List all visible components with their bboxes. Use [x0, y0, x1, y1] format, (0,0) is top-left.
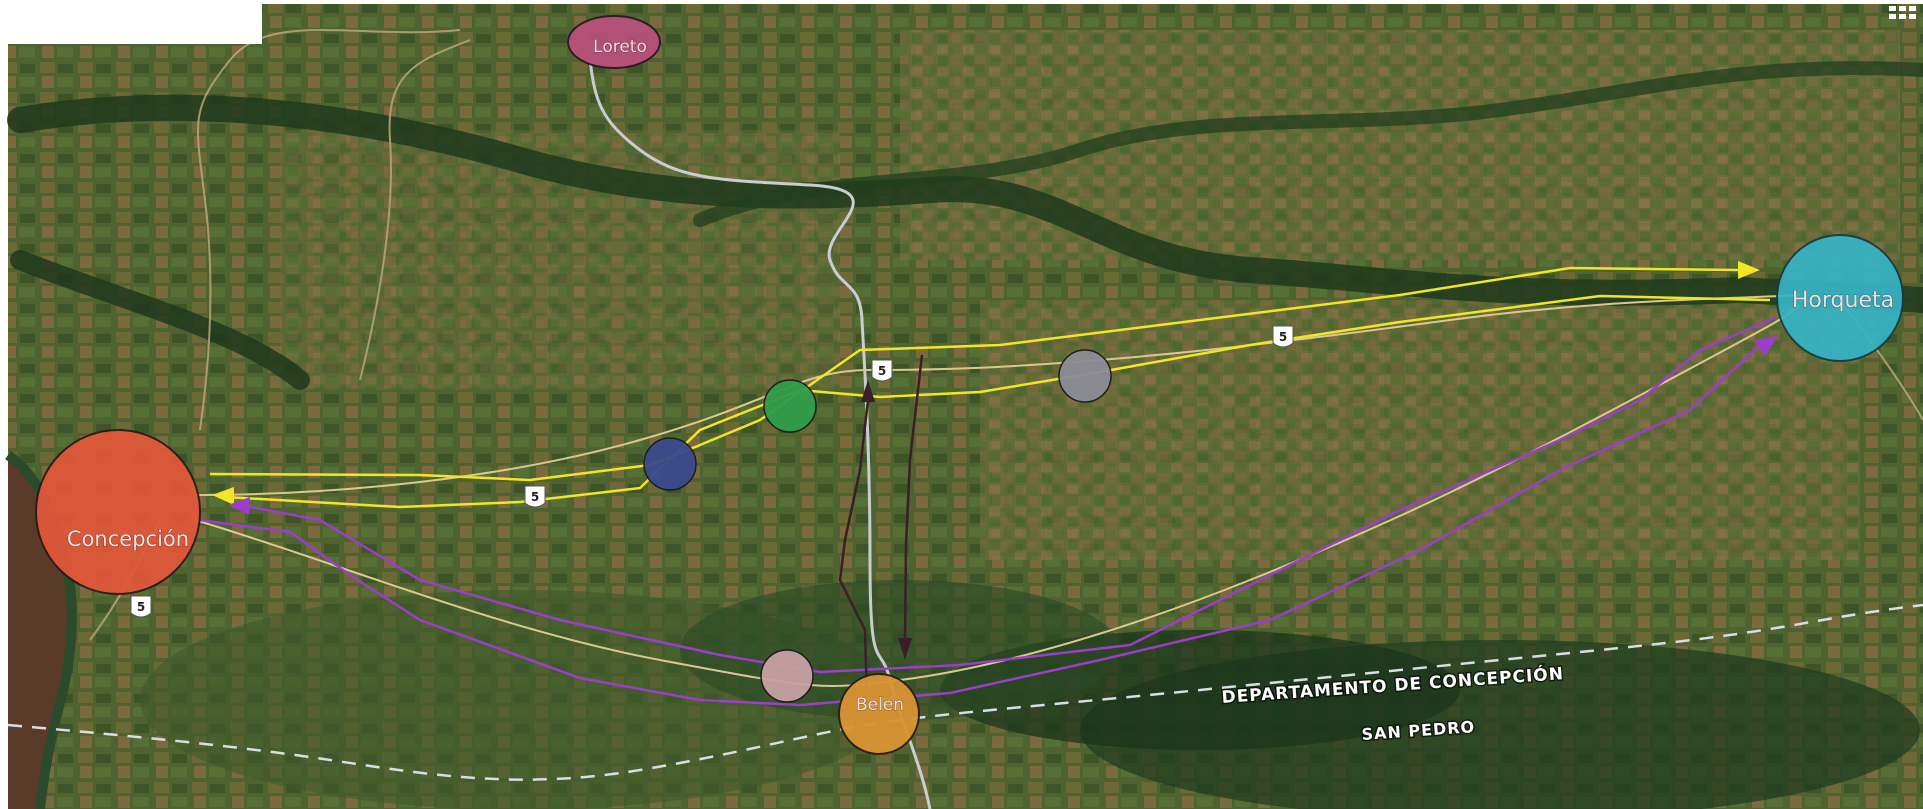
route-5-lower-line: [194, 304, 1801, 687]
waypoint-blue[interactable]: [643, 437, 697, 491]
dark-arrowhead-north: [861, 380, 875, 402]
purple-arrowhead-east: [1754, 336, 1778, 356]
svg-text:5: 5: [137, 600, 145, 614]
route-5-shield: 5: [130, 595, 152, 618]
map-overlay-panel: [0, 0, 262, 44]
route-5-shield: 5: [1272, 325, 1294, 348]
city-label-horqueta: Horqueta: [1792, 288, 1894, 313]
yellow-arrowhead-west: [212, 487, 234, 505]
yellow-arrowhead-east: [1738, 261, 1760, 279]
city-horqueta[interactable]: Horqueta: [1776, 234, 1904, 362]
route-5-line: [194, 294, 1801, 496]
city-label-concepcion: Concepción: [67, 527, 189, 551]
purple-arrowhead-west: [228, 497, 250, 515]
dark-arrowhead-south: [898, 638, 912, 660]
svg-text:5: 5: [1279, 330, 1287, 344]
city-belen[interactable]: Belen: [838, 673, 920, 755]
yellow-routes: [209, 266, 1771, 509]
road-north-south: [588, 59, 932, 809]
apps-grid-icon[interactable]: [1889, 6, 1919, 22]
waypoint-gray[interactable]: [1058, 349, 1112, 403]
dark-routes: [838, 354, 924, 701]
city-label-loreto: Loreto: [593, 37, 647, 57]
forest-corridors: [7, 61, 1923, 390]
route-5-shield: 5: [871, 359, 893, 382]
city-loreto[interactable]: Loreto: [567, 15, 661, 69]
svg-text:5: 5: [878, 364, 886, 378]
waypoint-green[interactable]: [763, 379, 817, 433]
city-label-belen: Belen: [856, 695, 904, 715]
svg-text:5: 5: [531, 490, 539, 504]
city-concepcion[interactable]: Concepción: [35, 429, 201, 595]
route-5-shield: 5: [524, 485, 546, 508]
waypoint-pink[interactable]: [760, 649, 814, 703]
